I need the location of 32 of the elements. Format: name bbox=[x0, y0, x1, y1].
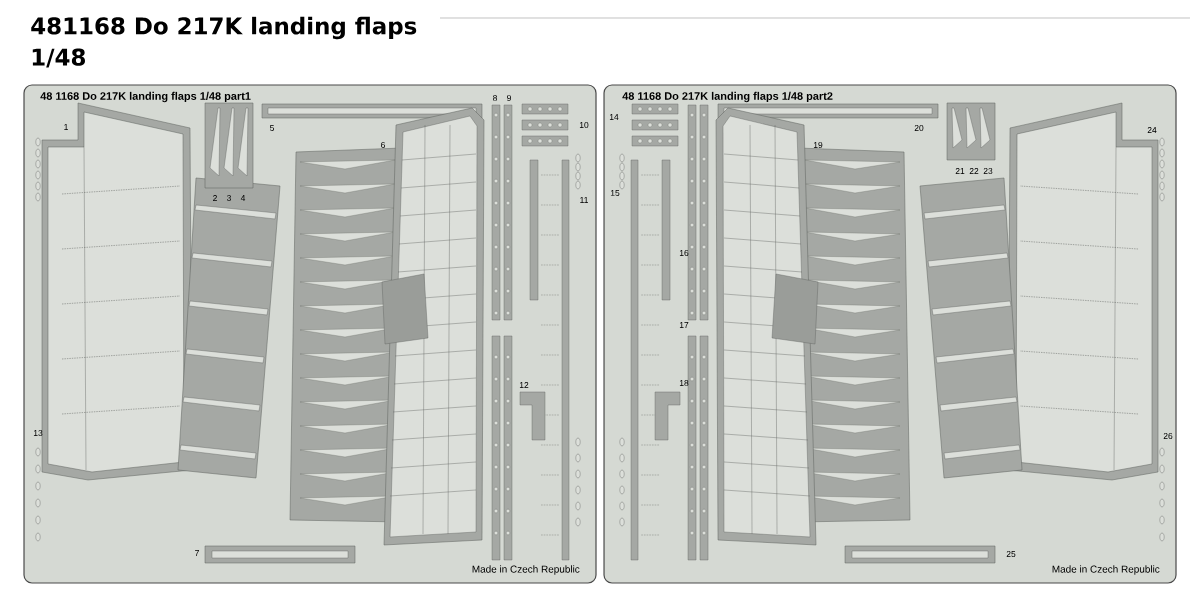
part-number: 17 bbox=[679, 322, 689, 328]
part-number: 18 bbox=[679, 380, 689, 386]
part-number: 3 bbox=[227, 195, 231, 201]
title: 481168 Do 217K landing flaps bbox=[31, 16, 417, 40]
part-number: 14 bbox=[609, 114, 619, 120]
part-number: 10 bbox=[579, 122, 589, 128]
part-number: 22 bbox=[969, 168, 979, 174]
panel-heading: 48 1168 Do 217K landing flaps 1/48 part2 bbox=[622, 91, 833, 103]
part-number: 19 bbox=[813, 142, 823, 148]
part-number: 21 bbox=[955, 168, 965, 174]
part-number: 7 bbox=[195, 550, 199, 556]
part-number: 6 bbox=[381, 142, 385, 148]
panel-heading: 48 1168 Do 217K landing flaps 1/48 part1 bbox=[40, 91, 251, 103]
part-number: 1 bbox=[64, 124, 68, 130]
part-number: 13 bbox=[33, 430, 43, 436]
part-number: 20 bbox=[914, 125, 924, 131]
part-number: 8 bbox=[493, 95, 497, 101]
part-number: 12 bbox=[519, 382, 529, 388]
part-number: 25 bbox=[1006, 551, 1016, 557]
subtitle: 1/48 bbox=[32, 48, 85, 68]
part-number: 11 bbox=[580, 197, 588, 203]
part-number: 24 bbox=[1147, 127, 1157, 133]
imprint-text: Made in Czech Republic bbox=[1052, 565, 1160, 575]
part-number: 16 bbox=[679, 250, 689, 256]
part-number: 4 bbox=[240, 195, 246, 201]
part-number: 9 bbox=[507, 95, 511, 101]
part-number: 15 bbox=[610, 190, 620, 196]
part-number: 26 bbox=[1163, 433, 1173, 439]
part-number: 23 bbox=[983, 168, 993, 174]
part-number: 2 bbox=[213, 195, 217, 201]
imprint-text: Made in Czech Republic bbox=[472, 565, 580, 575]
part-number: 5 bbox=[270, 125, 274, 131]
